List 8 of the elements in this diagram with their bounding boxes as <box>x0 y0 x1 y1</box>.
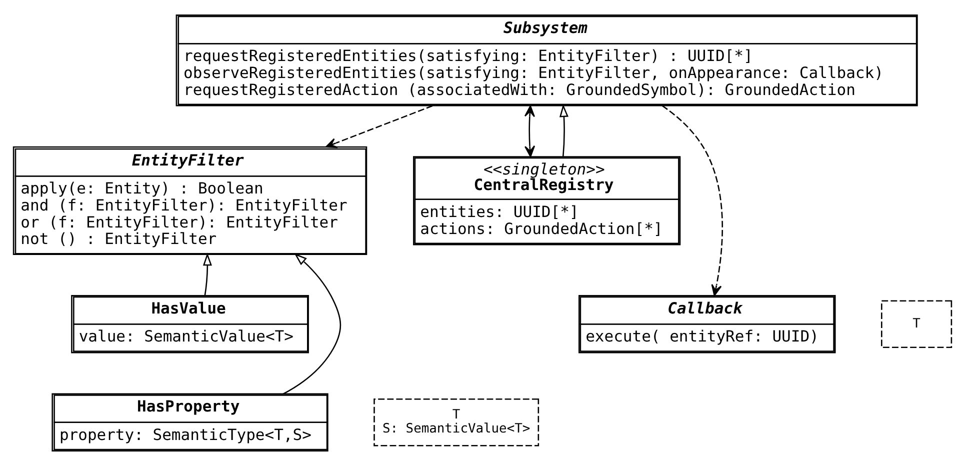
arrow <box>559 104 568 156</box>
node-box: T S: SemanticValue<T> <box>374 398 540 446</box>
arrow <box>326 104 433 148</box>
arrow <box>283 252 342 394</box>
arrow <box>524 104 536 157</box>
arrow <box>662 104 723 296</box>
arrow <box>202 252 212 296</box>
node-box: T <box>881 300 952 348</box>
